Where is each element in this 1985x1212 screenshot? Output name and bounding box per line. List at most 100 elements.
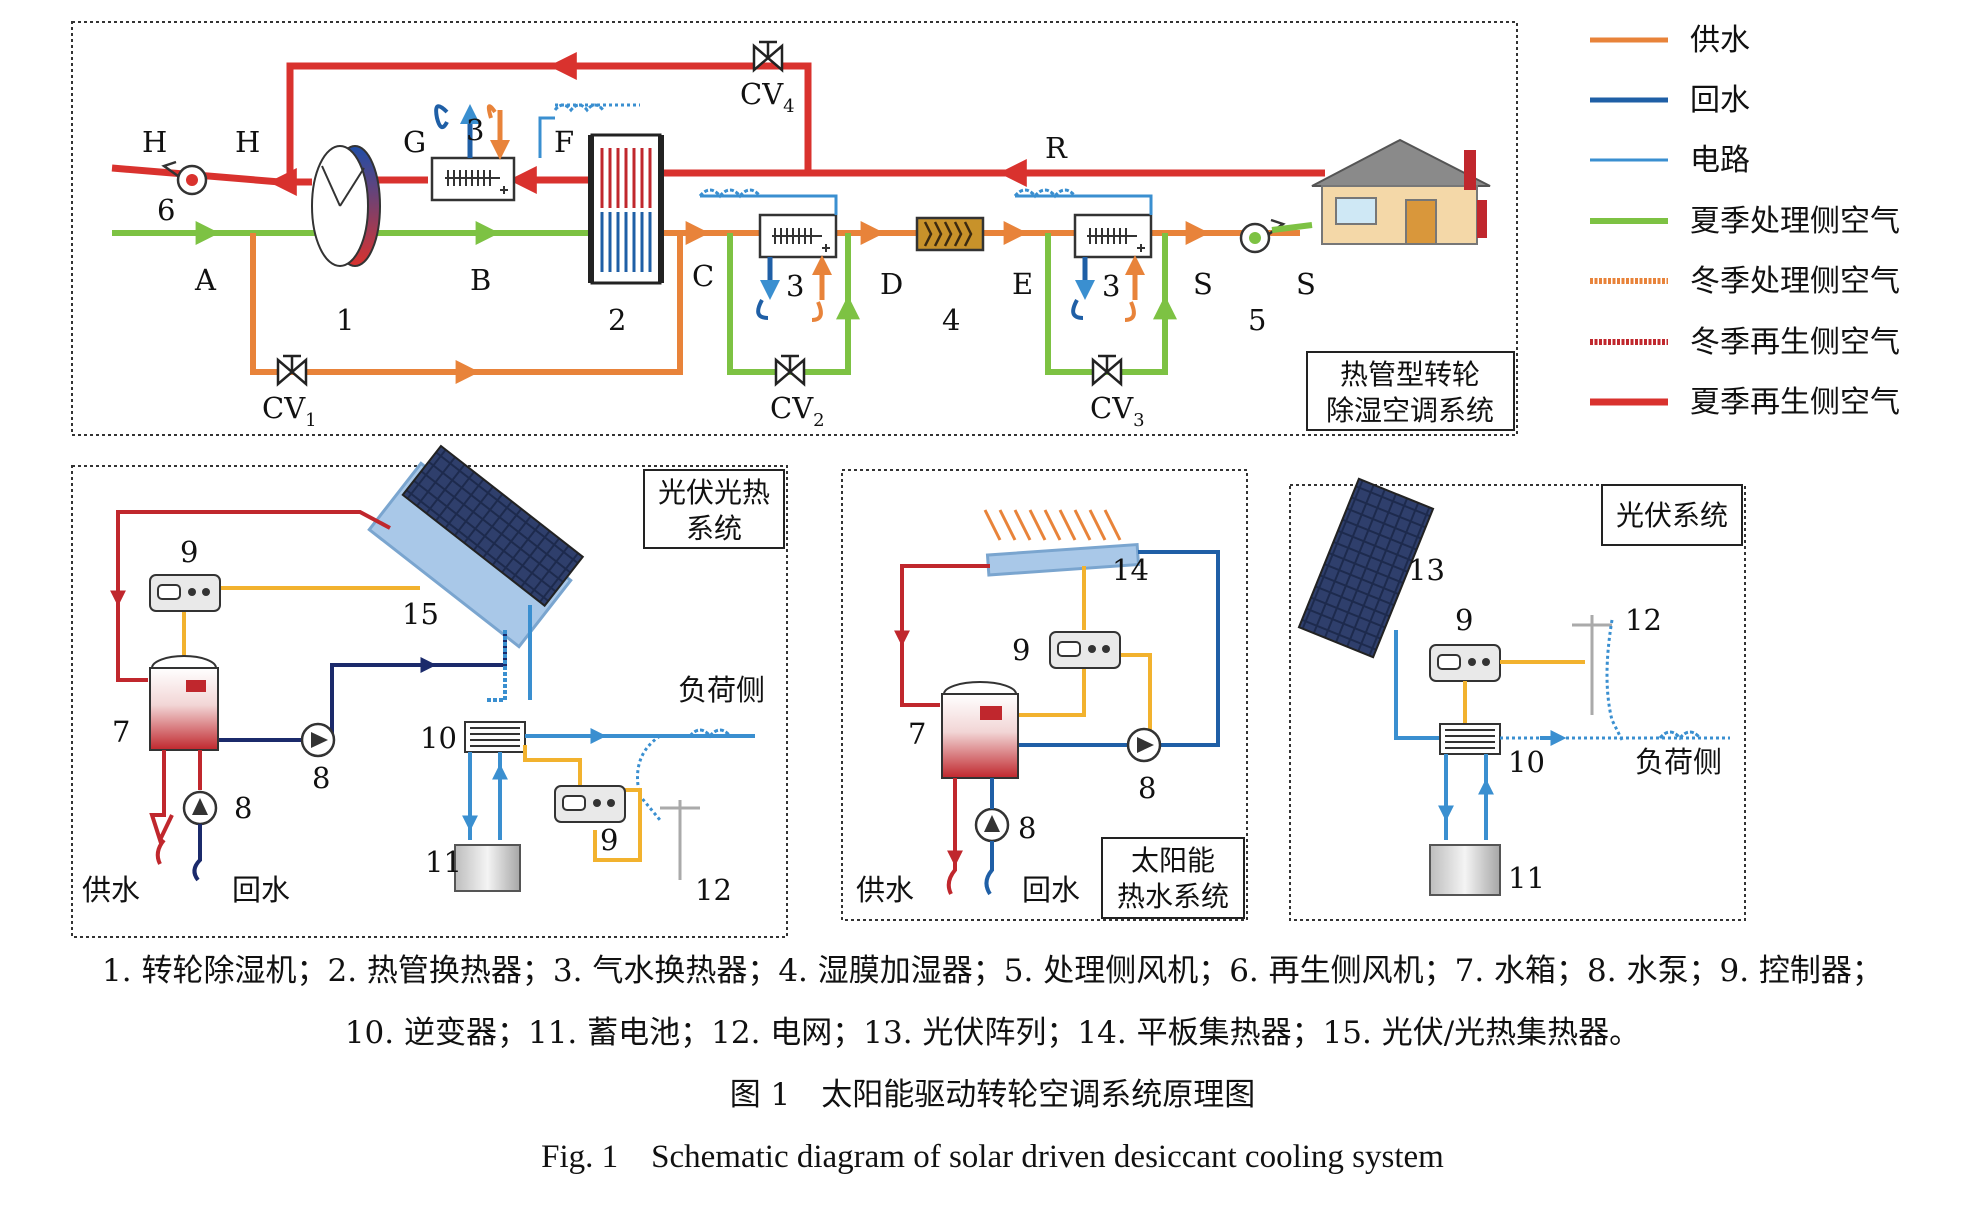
label-7-pvt: 7 xyxy=(112,715,130,749)
pump-8-pvt-bottom xyxy=(182,790,218,826)
desiccant-wheel-1 xyxy=(311,145,381,267)
top-panel-border xyxy=(71,21,1518,436)
process-fan-5 xyxy=(1239,218,1286,254)
label-4: 4 xyxy=(942,303,960,337)
label-supply-solar-thermal: 供水 xyxy=(856,873,914,907)
label-load-pvt: 负荷侧 xyxy=(678,673,765,707)
caption-legend-line-1: 1. 转轮除湿机；2. 热管换热器；3. 气水换热器；4. 湿膜加湿器；5. 处… xyxy=(102,953,1883,989)
pvt-dark-pipe xyxy=(214,630,507,742)
legend: 供水 回水 电路 夏季处理侧空气 冬季处理侧空气 冬季再生侧空气 夏季再生侧空气 xyxy=(1590,23,1900,420)
label-15: 15 xyxy=(402,597,439,631)
label-cv1: CV1 xyxy=(262,391,317,431)
pv-electric-line xyxy=(1394,630,1440,740)
label-12-pv: 12 xyxy=(1625,603,1662,637)
station-r: R xyxy=(1045,131,1068,165)
label-8-pvt-right: 8 xyxy=(312,761,330,795)
station-g: G xyxy=(403,125,426,159)
label-7-solar-thermal: 7 xyxy=(908,717,926,751)
air-water-coil-3-right xyxy=(1013,188,1153,322)
label-9-pv: 9 xyxy=(1455,603,1473,637)
label-supply-pvt: 供水 xyxy=(82,873,140,907)
label-return-pvt: 回水 xyxy=(232,873,290,907)
station-h-left: H xyxy=(142,125,167,159)
station-h-right: H xyxy=(235,125,260,159)
label-8-pvt-bottom: 8 xyxy=(234,791,252,825)
solar-desiccant-system-diagram: 热管型转轮 除湿空调系统 H H G 3 F R 6 A B C D E S S… xyxy=(71,21,1900,938)
pvt-panel-border xyxy=(71,465,788,938)
caption-figure-en: Fig. 1 Schematic diagram of solar driven… xyxy=(541,1139,1444,1175)
solar-thermal-panel-border xyxy=(841,469,1248,921)
top-panel-title-2: 除湿空调系统 xyxy=(1326,394,1494,427)
pump-8-solar-thermal-bottom xyxy=(974,807,1010,843)
label-2: 2 xyxy=(608,303,626,337)
label-11-pv: 11 xyxy=(1508,861,1545,895)
pvt-title-2: 系统 xyxy=(686,512,742,545)
legend-label-5: 冬季处理侧空气 xyxy=(1690,264,1900,299)
label-10-pv: 10 xyxy=(1508,745,1545,779)
battery-11-pvt xyxy=(454,844,521,892)
solar-thermal-title-1: 太阳能 xyxy=(1131,844,1215,877)
station-a: A xyxy=(194,263,217,297)
label-14: 14 xyxy=(1112,553,1149,587)
legend-label-4: 夏季处理侧空气 xyxy=(1690,204,1900,239)
legend-label-2: 回水 xyxy=(1690,83,1750,118)
station-c: C xyxy=(692,259,714,293)
label-6: 6 xyxy=(157,193,175,227)
label-9-solar-thermal: 9 xyxy=(1012,633,1030,667)
station-b: B xyxy=(470,263,491,297)
caption-legend-line-2: 10. 逆变器；11. 蓄电池；12. 电网；13. 光伏阵列；14. 平板集热… xyxy=(344,1015,1641,1051)
top-panel-title-1: 热管型转轮 xyxy=(1340,358,1480,391)
label-5: 5 xyxy=(1248,303,1266,337)
humidifier-4 xyxy=(915,216,985,252)
inverter-10-pv xyxy=(1439,723,1501,755)
pv-array-13 xyxy=(1297,477,1435,659)
station-e: E xyxy=(1012,267,1033,301)
pv-panel-border xyxy=(1289,484,1746,921)
legend-label-1: 供水 xyxy=(1690,23,1750,58)
pvt-collector-15 xyxy=(367,444,585,649)
label-cv4: CV4 xyxy=(740,77,795,117)
controller-9-pv xyxy=(1429,644,1501,682)
water-tank-7-solar-thermal xyxy=(941,681,1019,779)
label-3-middle: 3 xyxy=(786,269,804,303)
label-9-pvt-bottom: 9 xyxy=(600,823,618,857)
regen-fan-6 xyxy=(161,160,208,196)
label-10-pvt: 10 xyxy=(420,721,457,755)
label-3-top: 3 xyxy=(466,113,484,147)
controller-9-pvt-top xyxy=(149,574,221,612)
air-water-coil-3-top xyxy=(430,103,640,202)
label-return-solar-thermal: 回水 xyxy=(1022,873,1080,907)
station-s-right: S xyxy=(1296,267,1316,301)
label-8-solar-thermal-right: 8 xyxy=(1138,771,1156,805)
sun-rays-icon xyxy=(983,509,1122,541)
solar-thermal-blue-line xyxy=(1138,550,1220,747)
battery-11-pv xyxy=(1429,844,1501,896)
station-d: D xyxy=(880,267,903,301)
pvt-supply-line xyxy=(149,750,202,846)
pump-8-pvt-right xyxy=(300,722,336,758)
valve-cv1 xyxy=(276,354,308,387)
station-s-left: S xyxy=(1193,267,1213,301)
figure-captions: 1. 转轮除湿机；2. 热管换热器；3. 气水换热器；4. 湿膜加湿器；5. 处… xyxy=(0,940,1985,1188)
label-8-solar-thermal-bottom: 8 xyxy=(1018,811,1036,845)
heat-pipe-exchanger-2 xyxy=(588,133,664,285)
legend-label-7: 夏季再生侧空气 xyxy=(1690,385,1900,420)
label-cv3: CV3 xyxy=(1090,391,1145,431)
controller-9-pvt-bottom xyxy=(554,785,626,823)
pv-panel-title: 光伏系统 xyxy=(1616,499,1728,532)
house-icon xyxy=(1311,138,1491,245)
label-13: 13 xyxy=(1408,553,1445,587)
label-12-pvt: 12 xyxy=(695,873,732,907)
solar-thermal-title-2: 热水系统 xyxy=(1117,880,1229,913)
valve-cv4 xyxy=(752,40,784,73)
caption-figure-cn: 图 1 太阳能驱动转轮空调系统原理图 xyxy=(729,1077,1256,1113)
water-tank-7-pvt xyxy=(149,655,219,751)
label-load-pv: 负荷侧 xyxy=(1635,745,1722,779)
legend-label-3: 电路 xyxy=(1690,143,1750,178)
inverter-10-pvt xyxy=(464,721,526,753)
grid-pole-12-pvt xyxy=(660,800,700,880)
label-11-pvt: 11 xyxy=(425,845,462,879)
air-water-coil-3-middle xyxy=(698,188,838,322)
pvt-title-1: 光伏光热 xyxy=(658,476,770,509)
grid-pole-12-pv xyxy=(1572,615,1612,715)
